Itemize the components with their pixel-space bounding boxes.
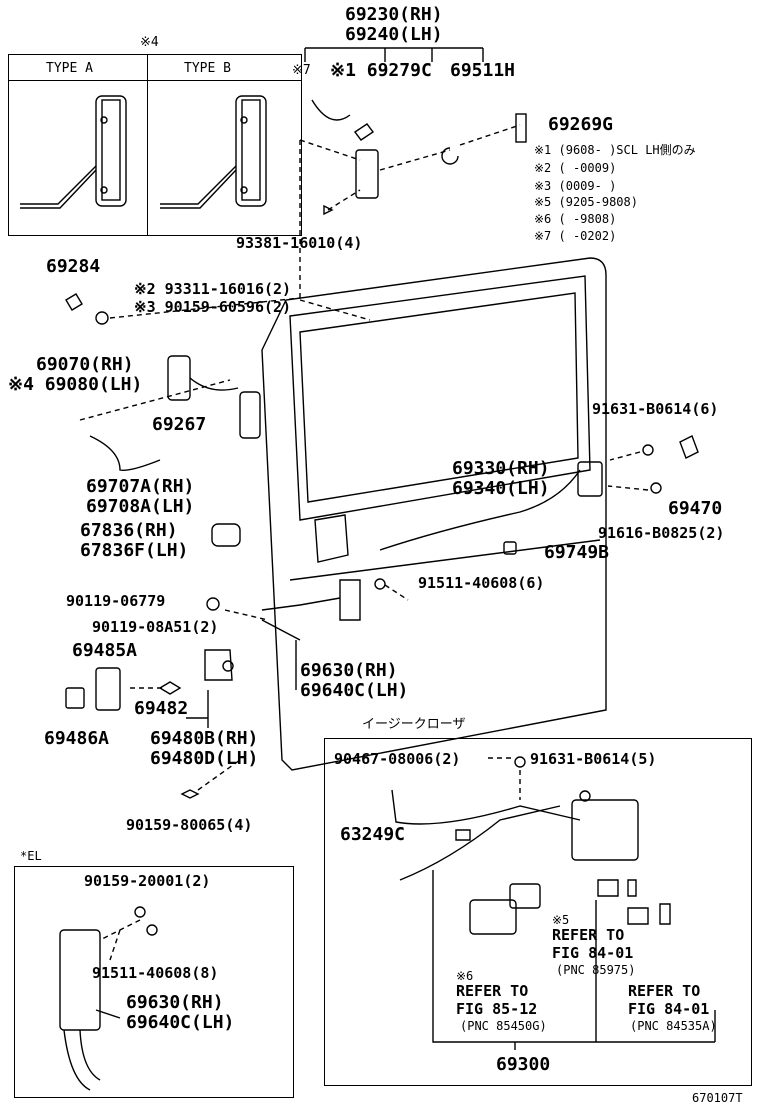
label-69511h: 69511H: [450, 60, 516, 81]
ref7-line3: (PNC 84535A): [630, 1019, 717, 1033]
type-options-box: [8, 54, 302, 236]
label-69240-lh: 69240(LH): [345, 24, 443, 45]
label-69485a: 69485A: [72, 640, 138, 661]
note-5: ※5 (9205-9808): [534, 195, 638, 209]
ref7-line2: FIG 84-01: [628, 1000, 710, 1018]
ref5-line1: REFER TO: [552, 926, 625, 944]
type-a-hinge-drawing: [20, 95, 127, 209]
label-90159-60596: ※3 90159-60596(2): [134, 298, 292, 316]
rod-69279: [311, 99, 351, 121]
ref6-line2: FIG 85-12: [456, 1000, 538, 1018]
label-69630: 69630(RH): [300, 660, 398, 681]
easy-closer-box: [324, 738, 752, 1086]
label-69070: 69070(RH): [36, 354, 134, 375]
latch-69630: [339, 579, 361, 621]
type-b-hinge-drawing: [160, 95, 267, 209]
figure-id: 670107T: [692, 1091, 743, 1105]
label-91616: 91616-B0825(2): [598, 524, 725, 542]
label-91511-40608-6: 91511-40608(6): [418, 574, 545, 592]
cable-69330: [379, 469, 581, 551]
label-69267: 69267: [152, 414, 207, 435]
door-panel-drawing: [261, 257, 607, 771]
type-b-label: TYPE B: [184, 61, 231, 76]
type-box-mark: ※4: [140, 35, 159, 50]
note-7: ※7 ( -0202): [534, 229, 617, 243]
label-67836f: 67836F(LH): [80, 540, 189, 561]
label-90119-06779: 90119-06779: [66, 592, 166, 610]
type-box-divider: [147, 54, 148, 236]
note-6: ※6 ( -9808): [534, 212, 617, 226]
hinge-69230: [355, 149, 379, 199]
label-67836: 67836(RH): [80, 520, 178, 541]
ref6-line1: REFER TO: [456, 982, 529, 1000]
mark-7: ※7: [292, 63, 311, 78]
ref5-mark: ※5: [552, 913, 570, 927]
el-mark: *EL: [20, 849, 42, 863]
note-3: ※3 (0009- ): [534, 179, 617, 193]
easy-closer-title: イージークローザ: [362, 717, 466, 732]
label-69749b: 69749B: [544, 542, 610, 563]
el-label-69630: 69630(RH): [126, 992, 224, 1013]
label-90119-08a51: 90119-08A51(2): [92, 618, 219, 636]
el-label-69640c: 69640C(LH): [126, 1012, 235, 1033]
label-69279c: ※1 69279C: [330, 60, 432, 81]
ref6-line3: (PNC 85450G): [460, 1019, 547, 1033]
label-69480d: 69480D(LH): [150, 748, 259, 769]
el-box: [14, 866, 294, 1098]
label-63249c: 63249C: [340, 824, 406, 845]
label-69480b: 69480B(RH): [150, 728, 259, 749]
label-69284: 69284: [46, 256, 101, 277]
label-93311: ※2 93311-16016(2): [134, 280, 292, 298]
cover-69269: [515, 113, 527, 143]
label-69486a: 69486A: [44, 728, 110, 749]
note-1: ※1 (9608- )SCL LH側のみ: [534, 143, 696, 157]
label-93381: 93381-16010(4): [236, 234, 363, 252]
label-69230-rh: 69230(RH): [345, 4, 443, 25]
label-69708a: 69708A(LH): [86, 496, 195, 517]
label-91631-b0614-6: 91631-B0614(6): [592, 400, 719, 418]
label-69080: ※4 69080(LH): [8, 374, 143, 395]
note-2: ※2 ( -0009): [534, 161, 617, 175]
label-69470: 69470: [668, 498, 723, 519]
label-69707a: 69707A(RH): [86, 476, 195, 497]
type-a-label: TYPE A: [46, 61, 93, 76]
label-91511-40608-8: 91511-40608(8): [92, 964, 219, 982]
label-69330: 69330(RH): [452, 458, 550, 479]
ref5-line3: (PNC 85975): [556, 963, 636, 977]
label-69340: 69340(LH): [452, 478, 550, 499]
ref6-mark: ※6: [456, 969, 474, 983]
label-69482: 69482: [134, 698, 189, 719]
label-69640c: 69640C(LH): [300, 680, 409, 701]
type-box-header-line: [8, 80, 302, 81]
label-90159-20001: 90159-20001(2): [84, 872, 211, 890]
label-90159-80065: 90159-80065(4): [126, 816, 253, 834]
label-69269g: 69269G: [548, 114, 614, 135]
label-69300: 69300: [496, 1054, 551, 1075]
ref7-line1: REFER TO: [628, 982, 701, 1000]
label-91631-b0614-5: 91631-B0614(5): [530, 750, 657, 768]
label-90467: 90467-08006(2): [334, 750, 461, 768]
ref5-line2: FIG 84-01: [552, 944, 634, 962]
